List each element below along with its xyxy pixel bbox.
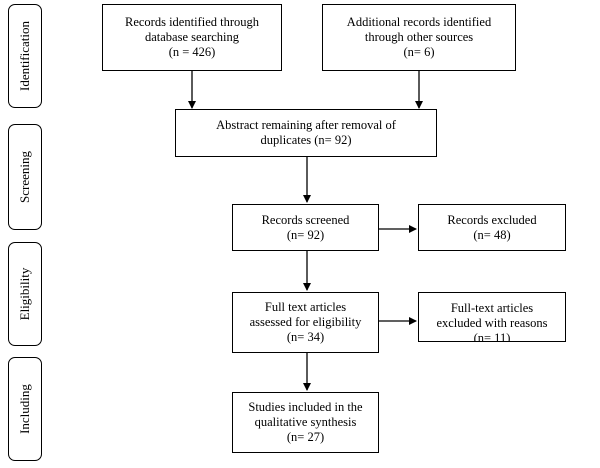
box-records-screened: Records screened (n= 92) <box>232 204 379 251</box>
box-full-text-excluded-count: (n= 11) <box>473 331 511 342</box>
stage-eligibility: Eligibility <box>8 242 42 346</box>
box-full-text-assessed: Full text articles assessed for eligibil… <box>232 292 379 353</box>
box-studies-included-line: qualitative synthesis <box>254 415 357 429</box>
stage-screening: Screening <box>8 124 42 230</box>
box-records-screened-count: (n= 92) <box>286 227 325 242</box>
box-studies-included: Studies included in the qualitative synt… <box>232 392 379 453</box>
box-records-excluded-count: (n= 48) <box>473 227 511 242</box>
box-studies-included-count: (n= 27) <box>286 430 325 444</box>
box-duplicates-removed-line: Abstract remaining after removal of <box>216 118 396 132</box>
box-database-search-count: (n = 426) <box>168 45 216 59</box>
box-studies-included-line: Studies included in the <box>248 400 363 414</box>
box-duplicates-removed: Abstract remaining after removal of dupl… <box>175 109 437 157</box>
box-database-search: Records identified through database sear… <box>102 4 282 71</box>
box-full-text-excluded: Full-text articles excluded with reasons… <box>418 292 566 342</box>
box-other-sources: Additional records identified through ot… <box>322 4 516 71</box>
box-full-text-excluded-line: excluded with reasons <box>436 316 548 330</box>
box-database-search-line: database searching <box>144 30 240 44</box>
box-full-text-excluded-line: Full-text articles <box>450 301 534 315</box>
box-full-text-assessed-line: Full text articles <box>264 300 347 314</box>
box-records-excluded: Records excluded (n= 48) <box>418 204 566 251</box>
box-other-sources-count: (n= 6) <box>403 45 435 59</box>
box-full-text-assessed-count: (n= 34) <box>286 330 325 344</box>
box-full-text-assessed-line: assessed for eligibility <box>249 315 362 329</box>
stage-identification: Identification <box>8 4 42 108</box>
stage-including: Including <box>8 357 42 461</box>
box-duplicates-removed-line: duplicates (n= 92) <box>260 133 352 147</box>
box-records-screened-line: Records screened <box>261 212 350 227</box>
box-records-excluded-line: Records excluded <box>447 212 537 227</box>
box-other-sources-line: through other sources <box>364 30 474 44</box>
box-other-sources-line: Additional records identified <box>346 15 492 29</box>
box-database-search-line: Records identified through <box>125 15 259 29</box>
